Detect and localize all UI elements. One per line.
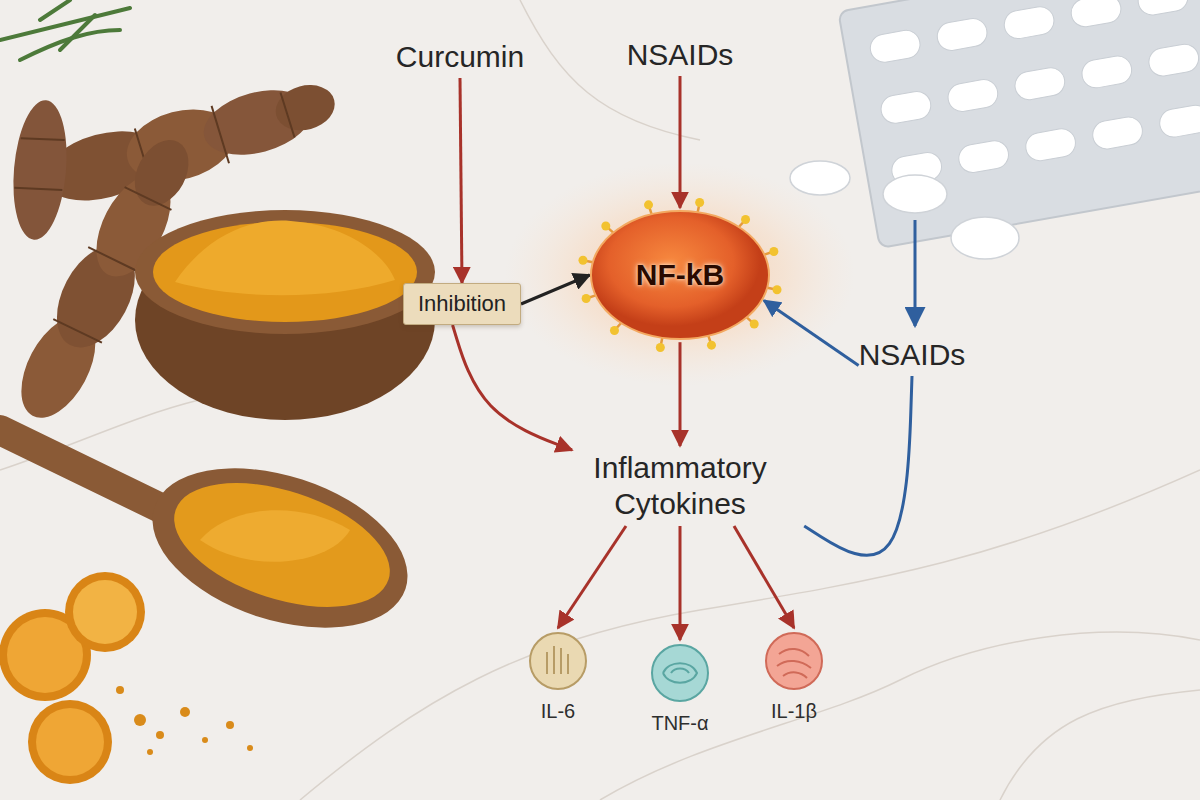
connector-arrow (679, 76, 682, 208)
pill (1091, 115, 1145, 151)
receptor-knob (773, 285, 782, 294)
receptor-knob (610, 326, 619, 335)
node-text: IL-1β (771, 700, 817, 723)
receptor-knob (741, 215, 750, 224)
connector-arrow (804, 376, 912, 555)
node-text: TNF-α (651, 712, 708, 735)
pill (1136, 0, 1190, 17)
cytokine-glyph (647, 640, 713, 706)
node-text: NSAIDs (859, 338, 966, 372)
receptor-knob (582, 294, 591, 303)
blister-pack (838, 0, 1200, 248)
cytokine-glyph (761, 628, 827, 694)
cytokine-icon: IL-6 (510, 628, 606, 723)
pill (868, 28, 922, 64)
powder-scatter (116, 686, 253, 755)
cell-body (591, 211, 769, 339)
connector-arrow (734, 526, 794, 628)
pill (1013, 66, 1067, 102)
receptor-knob (695, 198, 704, 207)
inhibition-box: Inhibition (403, 283, 521, 325)
agent-label: Curcumin (390, 36, 530, 78)
node-text: Inflammatory Cytokines (551, 450, 809, 522)
node-text: Curcumin (396, 40, 524, 74)
agent-label: NSAIDs (853, 334, 972, 376)
cytokine-glyph (525, 628, 591, 694)
node-text: Inhibition (418, 291, 506, 317)
node-text: NF-kB (636, 258, 724, 292)
turmeric-bowl (135, 210, 435, 420)
pill (957, 138, 1011, 174)
connector-arrow (679, 526, 682, 640)
connector-arrow (764, 301, 859, 366)
cell-node: NF-kB (575, 195, 785, 355)
receptor-knob (769, 247, 778, 256)
cytokine-box: Inflammatory Cytokines (545, 446, 815, 526)
connector-arrow (460, 78, 462, 283)
receptor-knob (656, 343, 665, 352)
receptor-knob (707, 341, 716, 350)
connector-arrow (558, 526, 626, 628)
cytokine-icon: TNF-α (632, 640, 728, 735)
pill (1147, 42, 1200, 78)
receptor-knob (601, 222, 610, 231)
pill (879, 89, 933, 125)
turmeric-slices (0, 572, 145, 784)
pill (1069, 0, 1123, 29)
herb-leaves (0, 0, 130, 60)
pill-arrow (914, 220, 917, 326)
receptor-knob (578, 256, 587, 265)
cytokine-icon: IL-1β (746, 628, 842, 723)
pill (1002, 5, 1056, 41)
pill (946, 77, 1000, 113)
connector-arrow (521, 275, 590, 304)
pill (935, 16, 989, 52)
agent-label: NSAIDs (621, 34, 740, 76)
pill (1080, 54, 1134, 90)
pill (1024, 127, 1078, 163)
pill (1158, 103, 1200, 139)
receptor-knob (644, 200, 653, 209)
node-text: IL-6 (541, 700, 575, 723)
node-text: NSAIDs (627, 38, 734, 72)
receptor-knob (750, 319, 759, 328)
connector-arrow (453, 325, 572, 450)
connector-arrow (679, 342, 682, 446)
